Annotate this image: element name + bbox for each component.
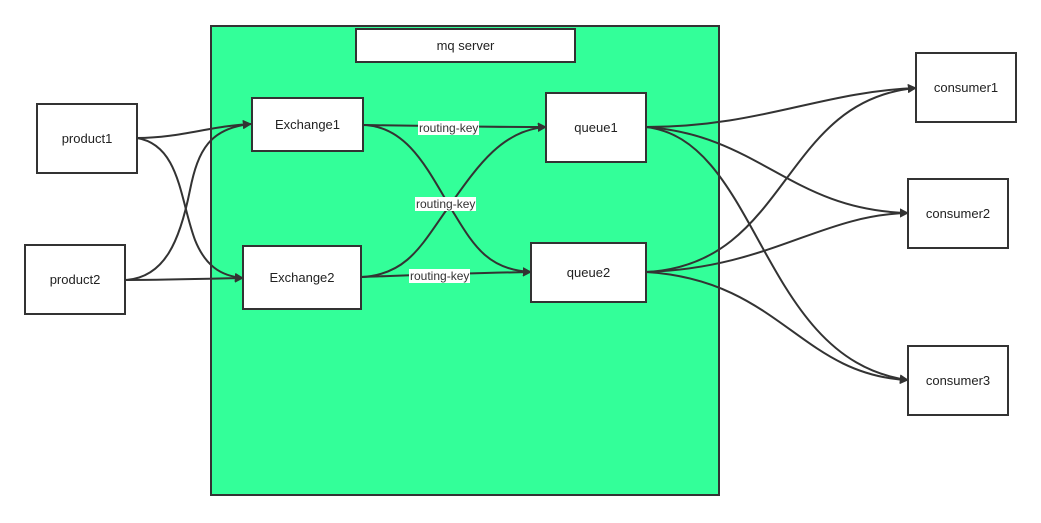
- node-exchange2[interactable]: Exchange2: [242, 245, 362, 310]
- edge-queue2-consumer1: [645, 84, 917, 273]
- node-queue2[interactable]: queue2: [530, 242, 647, 303]
- edge-product2-exchange2: [124, 273, 244, 283]
- edge-queue2-consumer2: [645, 208, 909, 273]
- mq-server-title: mq server: [355, 28, 576, 63]
- edge-queue2-consumer3: [645, 271, 909, 385]
- node-queue1[interactable]: queue1: [545, 92, 647, 163]
- node-product2[interactable]: product2: [24, 244, 126, 315]
- node-product1[interactable]: product1: [36, 103, 138, 174]
- edge-queue1-consumer3: [645, 126, 909, 384]
- edge-label-cross: routing-key: [415, 197, 477, 211]
- node-exchange1[interactable]: Exchange1: [251, 97, 364, 152]
- node-consumer2[interactable]: consumer2: [907, 178, 1009, 249]
- edge-product2-exchange1: [124, 120, 252, 281]
- node-consumer1[interactable]: consumer1: [915, 52, 1017, 123]
- edge-label-exchange1-queue1: routing-key: [418, 121, 480, 135]
- edge-product1-exchange1: [136, 119, 252, 139]
- edge-exchange2-queue1: [360, 123, 547, 278]
- edge-label-exchange2-queue2: routing-key: [409, 269, 471, 283]
- edge-queue1-consumer2: [645, 126, 909, 218]
- node-consumer3[interactable]: consumer3: [907, 345, 1009, 416]
- edge-queue1-consumer1: [645, 83, 917, 128]
- edge-exchange1-queue2: [362, 124, 532, 277]
- edge-product1-exchange2: [136, 137, 244, 282]
